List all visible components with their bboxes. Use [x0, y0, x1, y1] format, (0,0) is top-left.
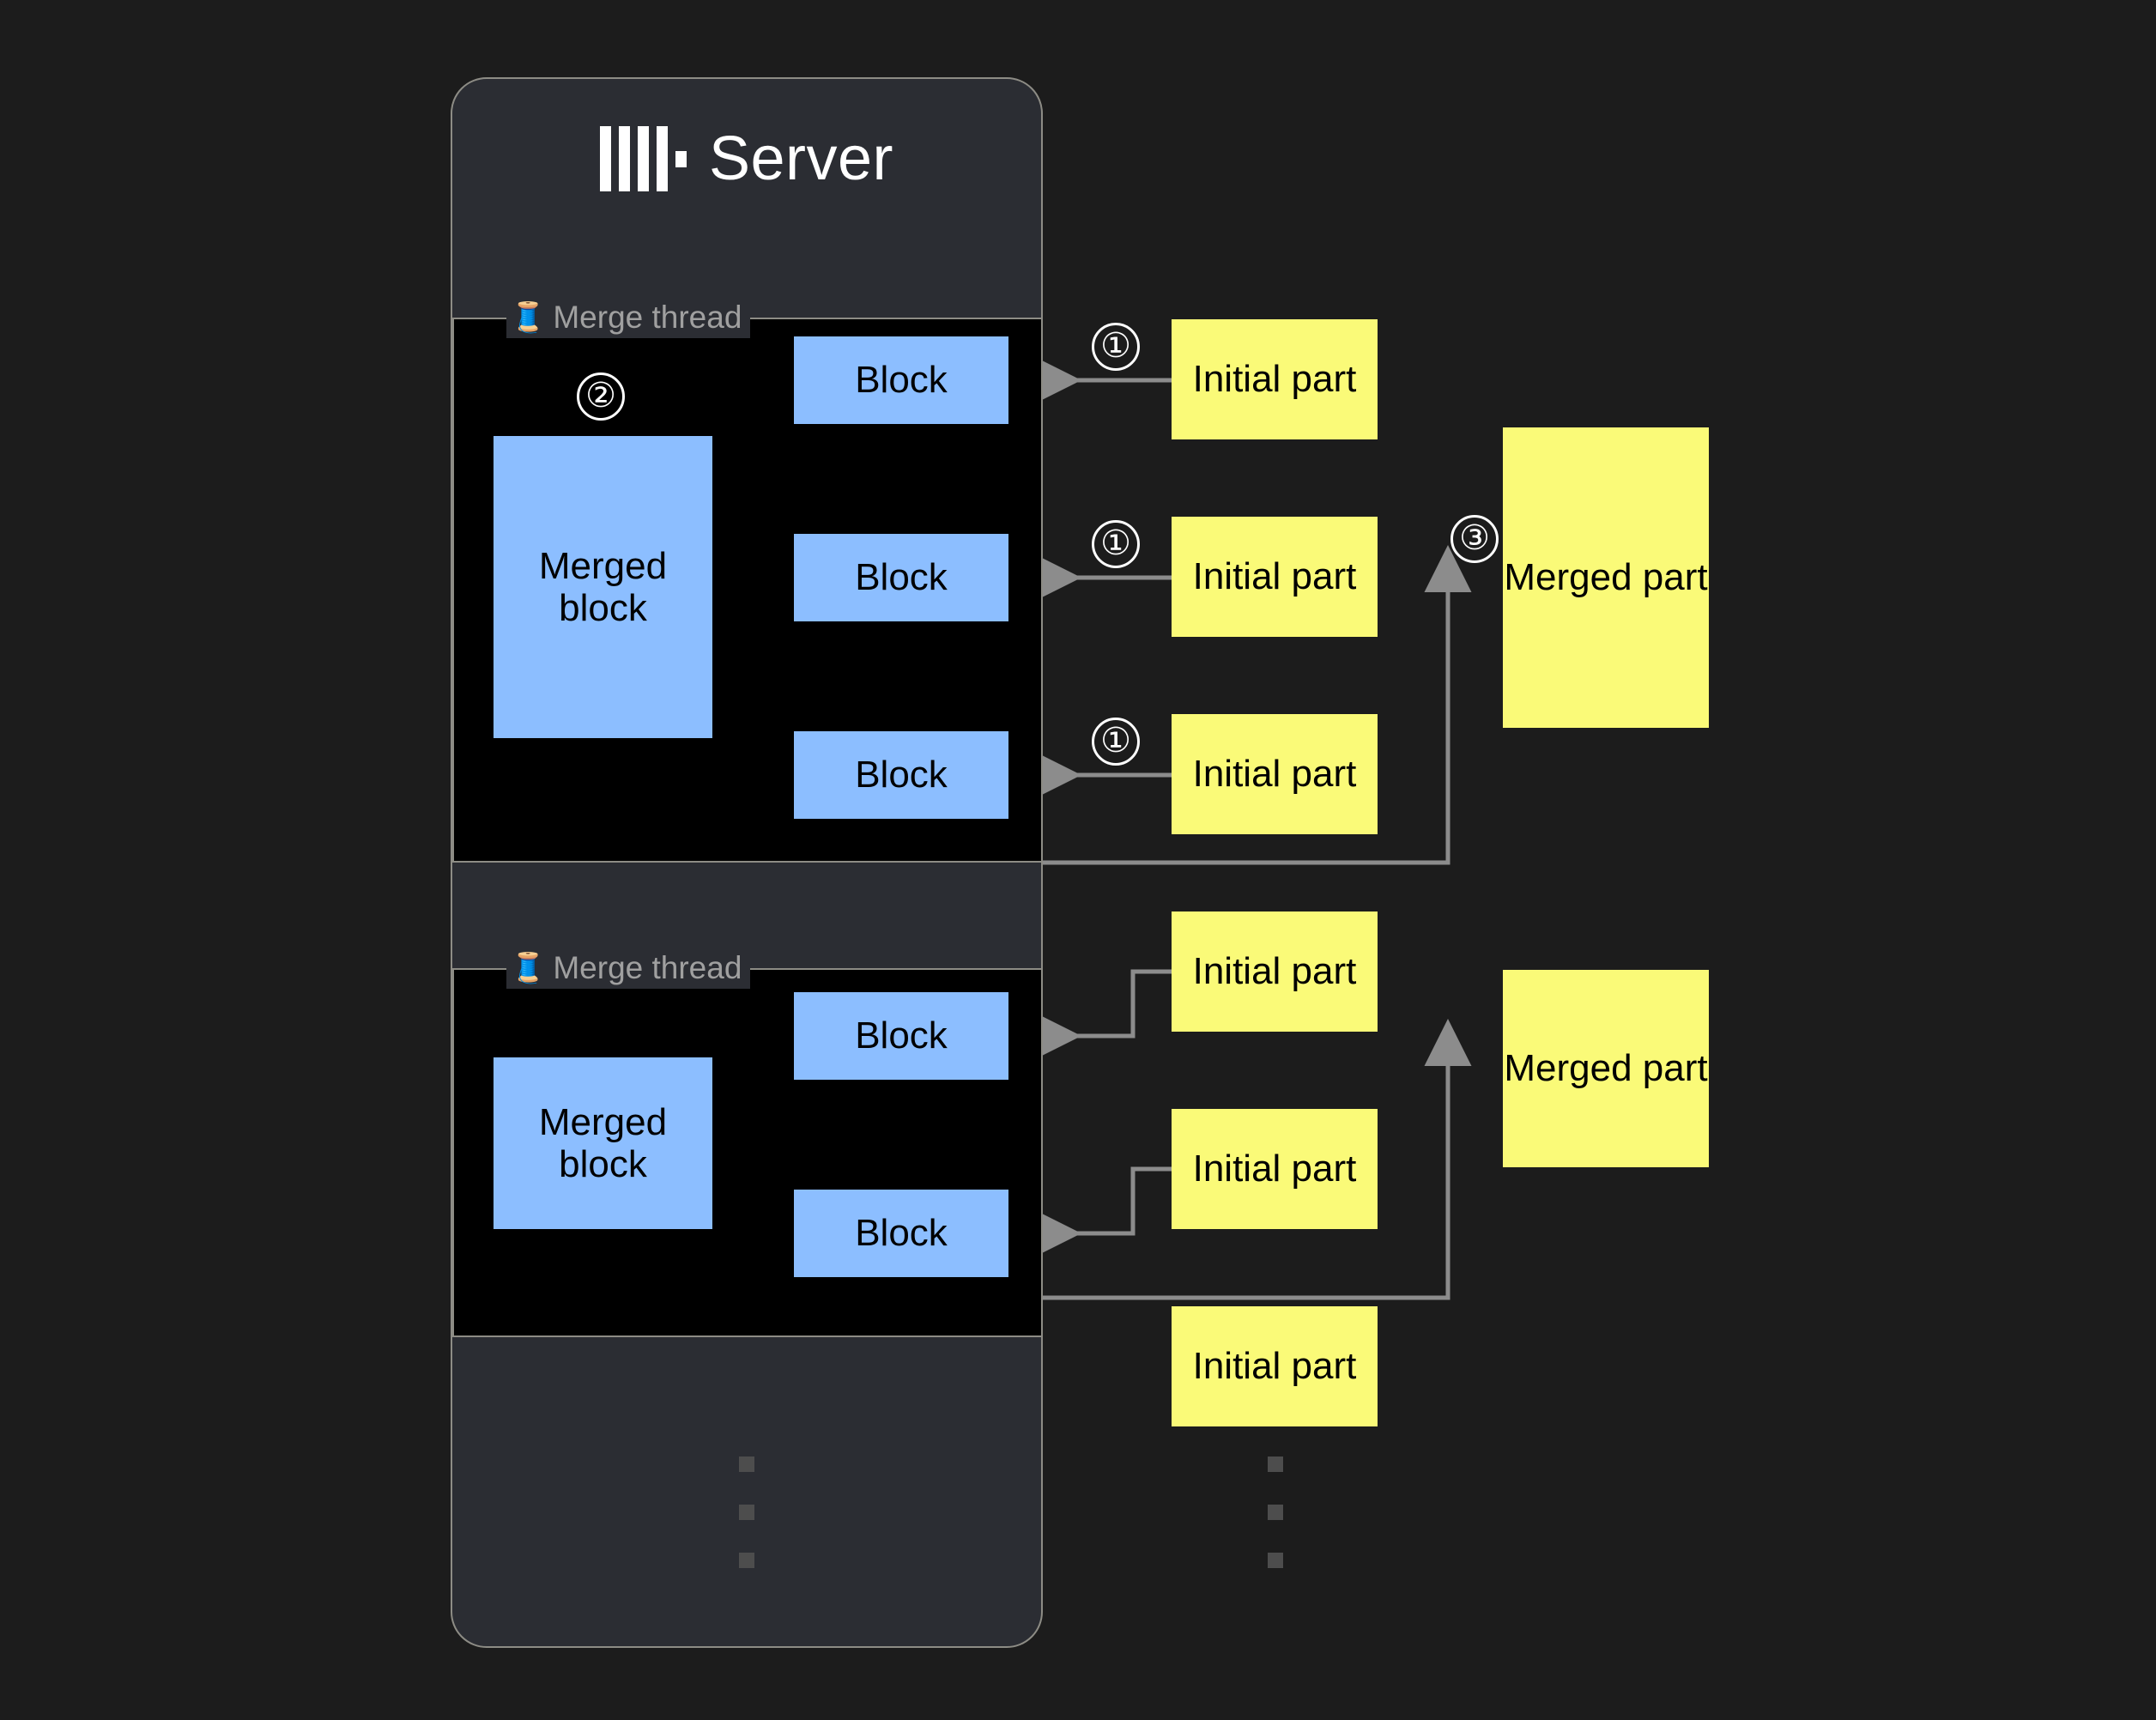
initial-part-3-label: Initial part — [1192, 753, 1357, 796]
server-ellipsis — [739, 1457, 754, 1568]
initial-part-4-label: Initial part — [1192, 950, 1357, 993]
block-1-2-label: Block — [855, 556, 948, 599]
thread-spool-icon: 🧵 — [510, 952, 547, 984]
initial-part-6-label: Initial part — [1192, 1345, 1357, 1388]
block-2-2-label: Block — [855, 1212, 948, 1255]
initial-part-1-label: Initial part — [1192, 358, 1357, 401]
thread-spool-icon: 🧵 — [510, 301, 547, 334]
merged-block-1-label: Merged block — [538, 544, 668, 629]
initial-part-2-label: Initial part — [1192, 555, 1357, 598]
merge-thread-2-legend: 🧵 Merge thread — [506, 948, 751, 989]
server-title-bar: Server — [451, 112, 1043, 206]
parts-ellipsis — [1268, 1457, 1283, 1568]
initial-part-1: Initial part — [1172, 319, 1378, 439]
block-1-2: Block — [794, 534, 1008, 621]
merged-block-1: Merged block — [494, 436, 712, 738]
initial-part-3: Initial part — [1172, 714, 1378, 834]
server-title-label: Server — [708, 124, 894, 193]
step-badge-1-b: ① — [1092, 520, 1140, 568]
merged-part-1-label: Merged part — [1504, 556, 1708, 599]
step-badge-2: ② — [577, 372, 625, 421]
block-2-2: Block — [794, 1190, 1008, 1277]
merged-part-2-label: Merged part — [1504, 1047, 1708, 1090]
step-badge-1-c: ① — [1092, 718, 1140, 766]
initial-part-2: Initial part — [1172, 517, 1378, 637]
clickhouse-logo-icon — [599, 126, 687, 191]
block-1-1-label: Block — [855, 359, 948, 402]
merge-thread-1-label: Merge thread — [553, 300, 742, 335]
block-1-1: Block — [794, 336, 1008, 424]
block-1-3-label: Block — [855, 754, 948, 796]
block-1-3: Block — [794, 731, 1008, 819]
block-2-1: Block — [794, 992, 1008, 1080]
step-badge-3: ③ — [1450, 515, 1499, 563]
merged-block-2: Merged block — [494, 1057, 712, 1229]
initial-part-5-label: Initial part — [1192, 1148, 1357, 1190]
merged-block-2-label: Merged block — [538, 1100, 668, 1185]
step-badge-1-a: ① — [1092, 323, 1140, 371]
merged-part-1: Merged part — [1503, 427, 1709, 728]
initial-part-6: Initial part — [1172, 1306, 1378, 1426]
merged-part-2: Merged part — [1503, 970, 1709, 1167]
initial-part-5: Initial part — [1172, 1109, 1378, 1229]
block-2-1-label: Block — [855, 1014, 948, 1057]
merge-thread-2-label: Merge thread — [553, 950, 742, 985]
initial-part-4: Initial part — [1172, 911, 1378, 1032]
merge-thread-1-legend: 🧵 Merge thread — [506, 297, 751, 338]
